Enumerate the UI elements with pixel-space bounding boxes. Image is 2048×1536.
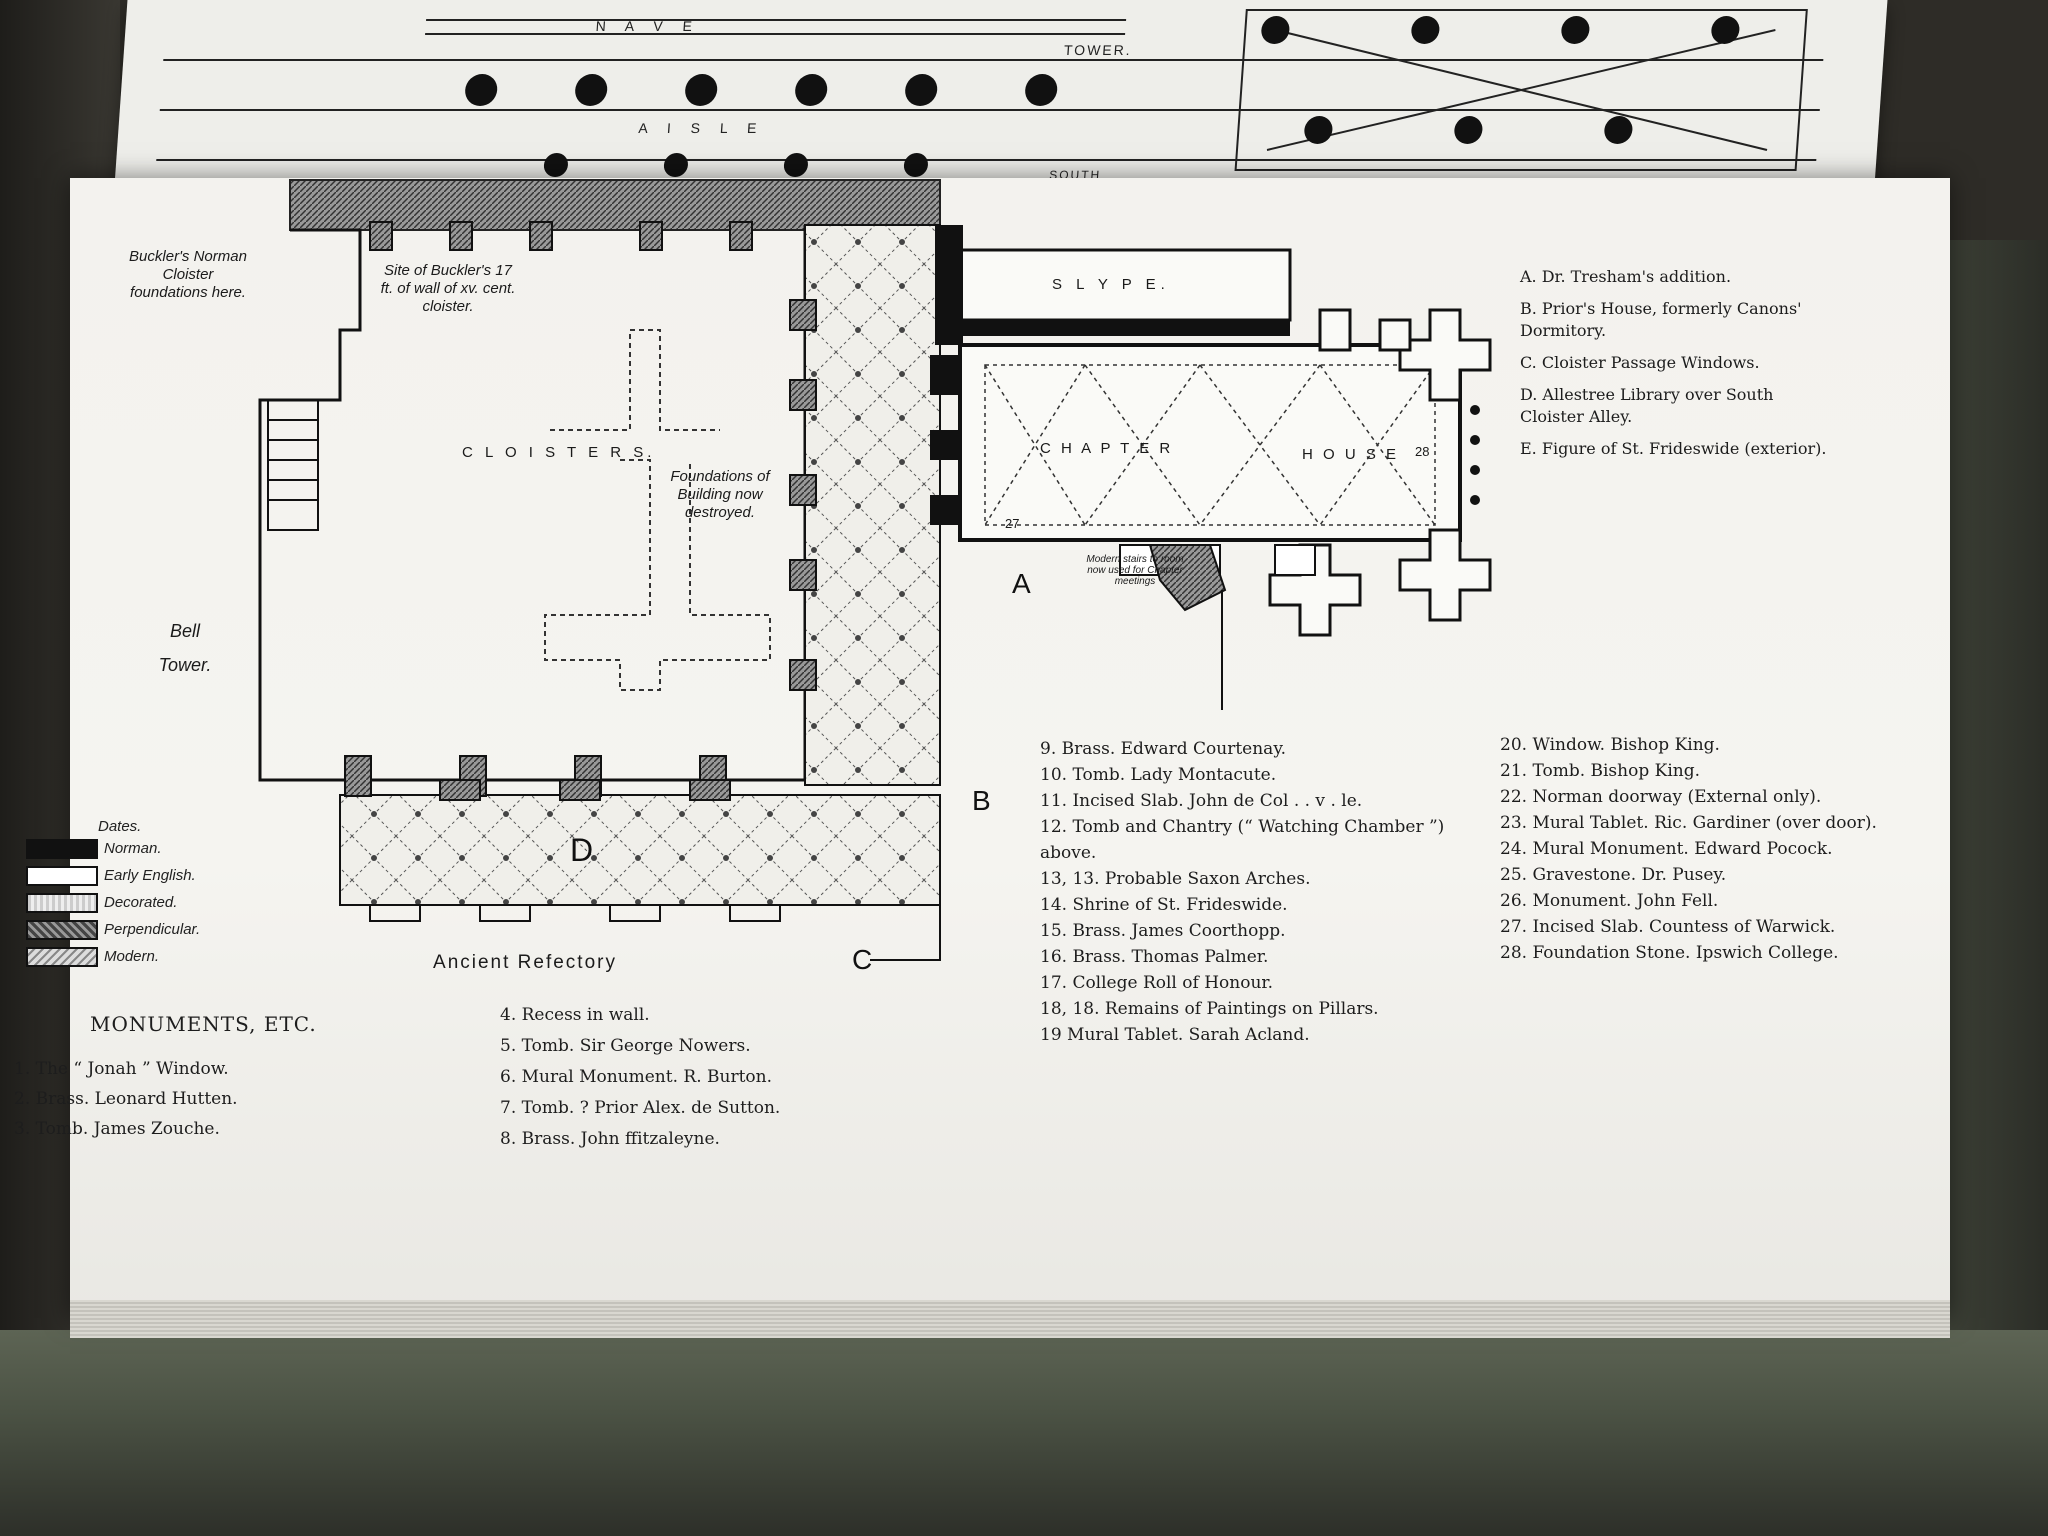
monument-item: 6. Mural Monument. R. Burton. — [500, 1067, 772, 1087]
legend-e: E. Figure of St. Frideswide (exterior). — [1520, 439, 1827, 458]
key-row-early-english: Early English. — [26, 862, 200, 889]
monument-item: 19 Mural Tablet. Sarah Acland. — [1040, 1025, 1310, 1045]
monument-item: 16. Brass. Thomas Palmer. — [1040, 947, 1269, 967]
key-label-perpendicular: Perpendicular. — [104, 921, 201, 938]
modern-stairs-note: Modern stairs to room now used for Chapt… — [1086, 554, 1184, 587]
south-cloister-walk — [339, 794, 941, 906]
monument-item: 7. Tomb. ? Prior Alex. de Sutton. — [500, 1098, 781, 1118]
monument-item: 11. Incised Slab. John de Col . . v . le… — [1040, 791, 1363, 811]
letter-legend: A. Dr. Tresham's addition. B. Prior's Ho… — [1520, 266, 1830, 470]
early-english-swatch — [26, 865, 98, 886]
legend-c: C. Cloister Passage Windows. — [1520, 353, 1760, 372]
monuments-column-1: 1. The “ Jonah ” Window. 2. Brass. Leona… — [14, 1054, 374, 1144]
legend-b: B. Prior's House, formerly Canons' Dormi… — [1520, 299, 1802, 340]
page-edge — [70, 1300, 1950, 1338]
bell-tower-label: Bell Tower. — [158, 621, 212, 675]
chapter-house — [958, 343, 1462, 542]
monument-item: 18, 18. Remains of Paintings on Pillars. — [1040, 999, 1379, 1019]
monuments-column-3: 9. Brass. Edward Courtenay. 10. Tomb. La… — [1040, 736, 1480, 1048]
nave-plan-page: N A V E A I S L E TOWER. SOUTH TRANSEPT — [110, 0, 1888, 250]
monument-item: 17. College Roll of Honour. — [1040, 973, 1274, 993]
buckler-foundations-note: Buckler's Norman Cloister foundations he… — [129, 248, 247, 301]
east-cloister-walk — [804, 224, 941, 786]
monument-item: 23. Mural Tablet. Ric. Gardiner (over do… — [1500, 813, 1877, 833]
slype-label: S L Y P E. — [1052, 276, 1170, 293]
nave-plan-drawing — [152, 9, 1824, 230]
monument-item: 3. Tomb. James Zouche. — [14, 1119, 220, 1139]
monument-item: 9. Brass. Edward Courtenay. — [1040, 739, 1287, 759]
monument-item: 27. Incised Slab. Countess of Warwick. — [1500, 917, 1836, 937]
cloister-plan-drawing — [258, 179, 1492, 961]
buckler-wall-site-note: Site of Buckler's 17 ft. of wall of xv. … — [380, 262, 516, 315]
letter-d-marker: D — [570, 832, 594, 868]
decorated-swatch — [26, 892, 98, 913]
monument-item: 8. Brass. John ffitzaleyne. — [500, 1129, 720, 1149]
norman-swatch — [26, 838, 98, 859]
monument-item: 5. Tomb. Sir George Nowers. — [500, 1036, 751, 1056]
letter-c-marker: C — [852, 944, 873, 975]
monument-item: 21. Tomb. Bishop King. — [1500, 761, 1700, 781]
monument-item: 15. Brass. James Coorthopp. — [1040, 921, 1286, 941]
monument-item: 13, 13. Probable Saxon Arches. — [1040, 869, 1311, 889]
monument-item: 1. The “ Jonah ” Window. — [14, 1059, 229, 1079]
key-label-decorated: Decorated. — [104, 894, 178, 911]
ancient-refectory-label: Ancient Refectory — [433, 952, 617, 973]
monument-item: 4. Recess in wall. — [500, 1005, 650, 1025]
dates-key-title: Dates. — [98, 818, 142, 835]
foundations-outline — [544, 329, 771, 691]
cloisters-label: C L O I S T E R S. — [462, 444, 656, 461]
monuments-column-4: 20. Window. Bishop King. 21. Tomb. Bisho… — [1500, 732, 1930, 966]
monument-item: 2. Brass. Leonard Hutten. — [14, 1089, 238, 1109]
dates-key: Dates. Norman. Early English. Decorated.… — [26, 818, 200, 970]
key-label-early-english: Early English. — [104, 867, 196, 884]
key-label-norman: Norman. — [104, 840, 162, 857]
book-cover-bottom — [0, 1330, 2048, 1536]
monuments-title: MONUMENTS, ETC. — [90, 1012, 317, 1036]
monument-item: 12. Tomb and Chantry (“ Watching Chamber… — [1040, 817, 1445, 863]
monument-item: 24. Mural Monument. Edward Pocock. — [1500, 839, 1833, 859]
cloister-steps — [267, 399, 319, 531]
legend-a: A. Dr. Tresham's addition. — [1520, 267, 1732, 286]
foundations-note: Foundations of Building now destroyed. — [670, 468, 770, 521]
key-row-perpendicular: Perpendicular. — [26, 916, 200, 943]
monument-item: 20. Window. Bishop King. — [1500, 735, 1720, 755]
key-row-modern: Modern. — [26, 943, 200, 970]
legend-d: D. Allestree Library over South Cloister… — [1520, 385, 1774, 426]
monument-item: 25. Gravestone. Dr. Pusey. — [1500, 865, 1727, 885]
monument-item: 26. Monument. John Fell. — [1500, 891, 1719, 911]
cloister-garth-outline — [258, 225, 807, 782]
key-row-decorated: Decorated. — [26, 889, 200, 916]
monument-item: 22. Norman doorway (External only). — [1500, 787, 1822, 807]
key-label-modern: Modern. — [104, 948, 160, 965]
letter-a-marker: A — [1012, 568, 1031, 599]
monuments-column-2: 4. Recess in wall. 5. Tomb. Sir George N… — [500, 1000, 960, 1155]
monument-item: 28. Foundation Stone. Ipswich College. — [1500, 943, 1839, 963]
north-cloister-walk — [289, 179, 941, 231]
modern-swatch — [26, 946, 98, 967]
house-label: H O U S E — [1302, 446, 1400, 463]
monument-item: 10. Tomb. Lady Montacute. — [1040, 765, 1277, 785]
letter-b-marker: B — [972, 785, 991, 816]
monument-27-marker: 27 — [1005, 516, 1020, 531]
monument-item: 14. Shrine of St. Frideswide. — [1040, 895, 1288, 915]
key-row-norman: Norman. — [26, 835, 200, 862]
chapter-label: C H A P T E R — [1040, 440, 1174, 457]
perpendicular-swatch — [26, 919, 98, 940]
monument-28-marker: 28 — [1415, 444, 1430, 459]
